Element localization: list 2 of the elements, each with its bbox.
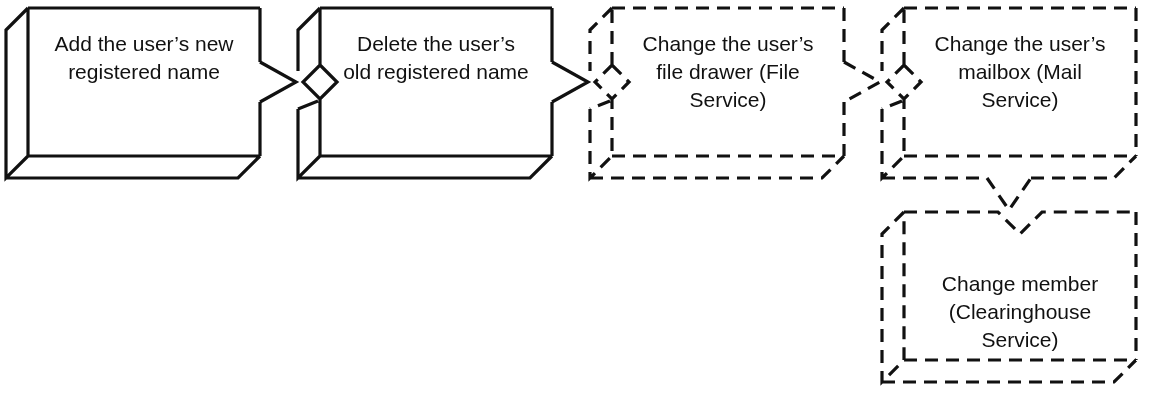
connector-tab bbox=[259, 60, 300, 104]
connector-tab bbox=[551, 60, 592, 104]
